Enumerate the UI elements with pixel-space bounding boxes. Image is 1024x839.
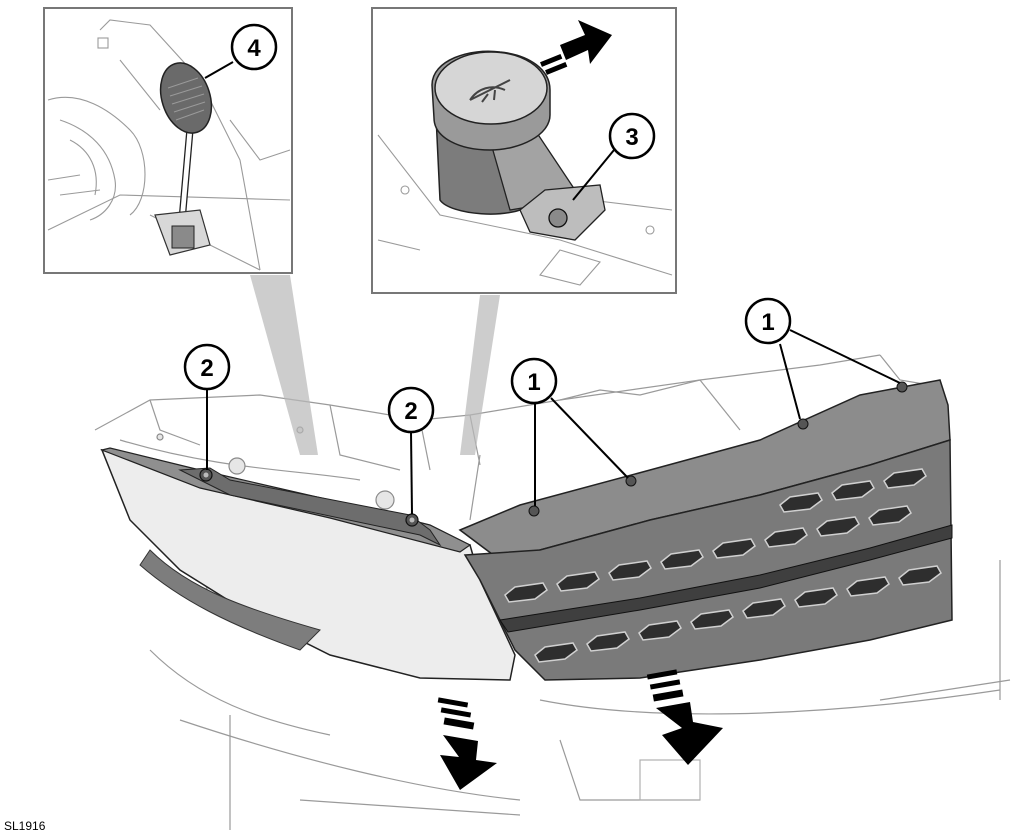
grille-slot [504, 582, 548, 603]
grille-slot [638, 620, 682, 641]
callout-2-right: 2 [387, 386, 435, 434]
grille-slot [868, 505, 912, 526]
grille-slot [742, 598, 786, 619]
callout-3: 3 [608, 112, 656, 160]
removal-arrow-grille [646, 669, 723, 765]
callout-2-left: 2 [183, 343, 231, 391]
grille-slot [660, 549, 704, 570]
grille-slot [556, 571, 600, 592]
grille-slot [779, 492, 823, 513]
callout-4: 4 [230, 23, 278, 71]
removal-arrow-headlamp [437, 697, 497, 790]
svg-text:2: 2 [404, 398, 417, 425]
inset-reservoir-cap [371, 7, 677, 455]
figure-reference-code: SL1916 [4, 819, 46, 833]
callout-1-grille-lower: 1 [510, 357, 558, 405]
svg-text:2: 2 [200, 355, 213, 382]
washer-symbol-icon [469, 79, 511, 103]
svg-text:1: 1 [761, 309, 774, 336]
grille-slot [816, 516, 860, 537]
bolt-1-b [625, 475, 637, 487]
headlamp-assembly [100, 447, 516, 681]
svg-text:1: 1 [527, 369, 540, 396]
bolt-1-c [797, 418, 809, 430]
bolt-3 [548, 208, 568, 228]
grille-slot [898, 565, 942, 586]
removal-arrow-cap [540, 20, 612, 75]
inset-washer-jet [43, 7, 318, 455]
grille-slot [608, 560, 652, 581]
callout-1-grille-upper: 1 [744, 297, 792, 345]
radiator-grille [458, 379, 953, 681]
bolt-1-a [528, 505, 540, 517]
callout-leaders [204, 61, 901, 515]
grille-slot [586, 631, 630, 652]
bolt-1-d [896, 381, 908, 393]
grille-slot [534, 642, 578, 663]
grille-slot [846, 576, 890, 597]
svg-text:4: 4 [247, 35, 261, 62]
grille-slot [712, 538, 756, 559]
grille-slots [504, 468, 942, 663]
grille-slot [764, 527, 808, 548]
washer-jet-pad [159, 62, 213, 134]
grille-slot [831, 480, 875, 501]
grille-slot [794, 587, 838, 608]
svg-text:3: 3 [625, 124, 638, 151]
grille-slot [690, 609, 734, 630]
grille-slot [883, 468, 927, 489]
